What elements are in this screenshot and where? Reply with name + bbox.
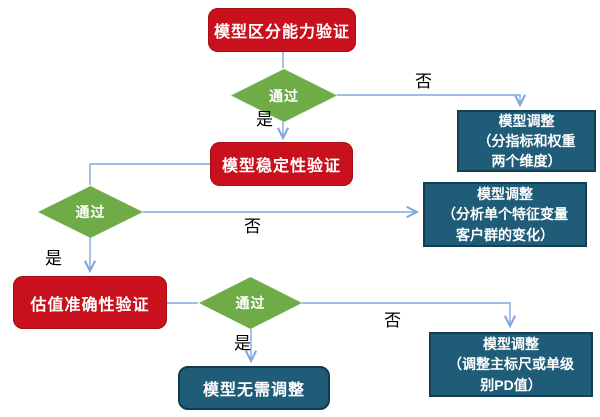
- node-valuation-accuracy-validation: 估值准确性验证: [13, 276, 167, 329]
- node-model-adjustment-3: 模型调整 （调整主标尺或单级 别PD值）: [429, 332, 593, 397]
- edge-label-no-2: 否: [244, 217, 261, 236]
- connector-decision1-no-to-adjust1: [337, 94, 527, 108]
- connector-step2-to-decision2: [89, 163, 210, 185]
- node-model-stability-validation: 模型稳定性验证: [210, 142, 353, 186]
- edge-label-yes-2: 是: [45, 249, 62, 268]
- edge-label-yes-1: 是: [256, 110, 273, 129]
- edge-label-no-3: 否: [384, 311, 401, 330]
- node-model-discrimination-validation: 模型区分能力验证: [208, 8, 356, 52]
- connector-decision3-no-to-adjust3: [302, 302, 517, 329]
- node-model-no-adjustment: 模型无需调整: [178, 366, 330, 410]
- edge-label-no-1: 否: [415, 72, 432, 91]
- node-model-adjustment-1: 模型调整 （分指标和权重 两个维度）: [457, 110, 596, 172]
- edge-label-yes-3: 是: [234, 334, 251, 353]
- node-model-adjustment-2: 模型调整 （分析单个特征变量 客户群的变化）: [423, 182, 587, 247]
